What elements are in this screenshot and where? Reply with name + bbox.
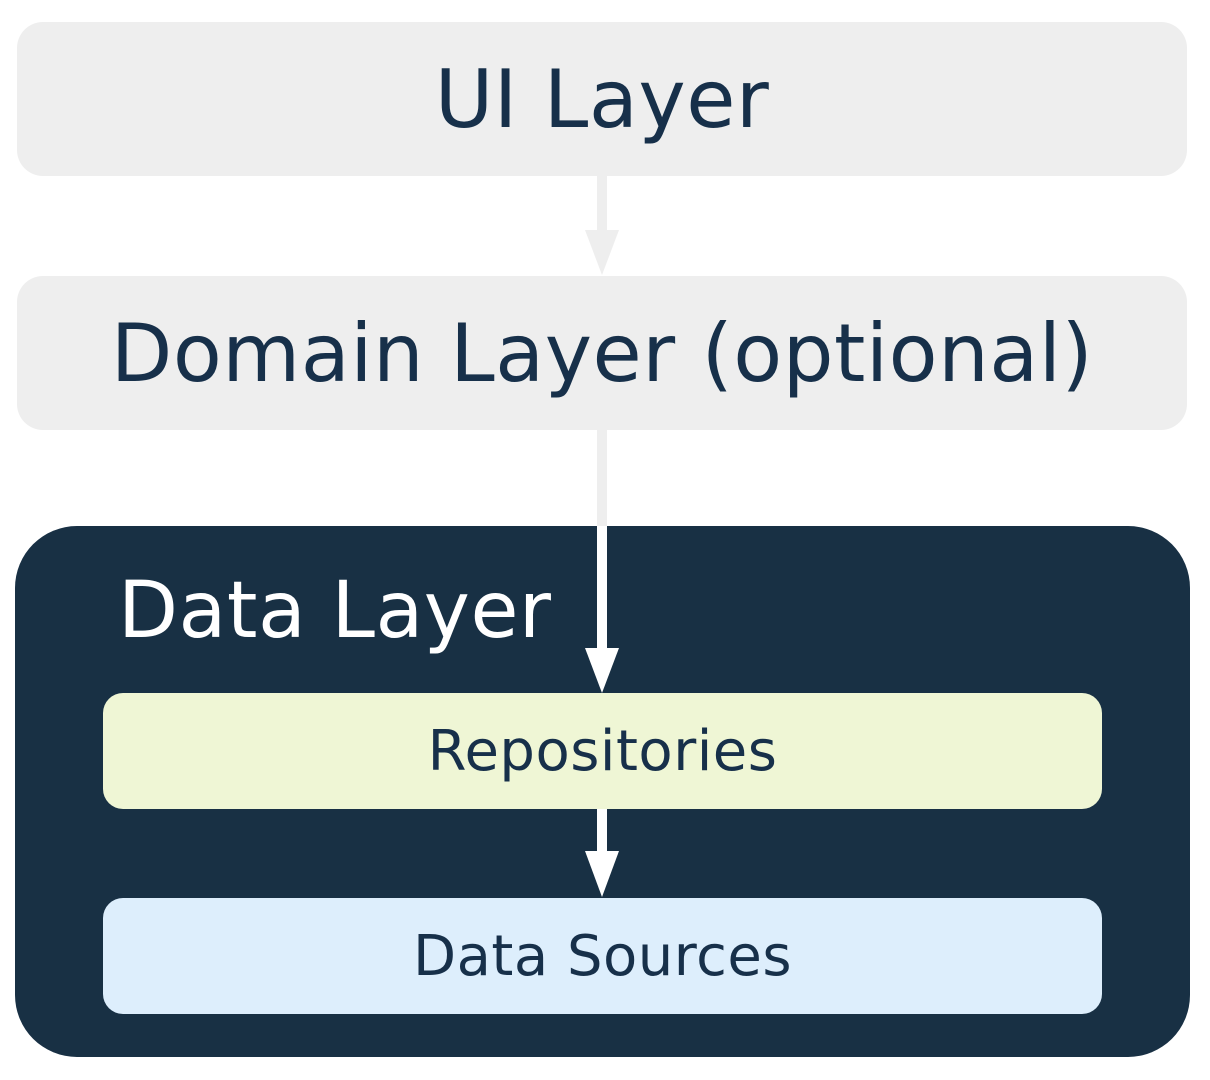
arrow-ui-to-domain [585, 176, 619, 275]
data-sources-box: Data Sources [103, 898, 1102, 1014]
repositories-box: Repositories [103, 693, 1102, 809]
domain-layer-label: Domain Layer (optional) [110, 306, 1094, 400]
domain-layer-box: Domain Layer (optional) [17, 276, 1187, 430]
ui-layer-label: UI Layer [434, 52, 770, 146]
data-layer-label: Data Layer [118, 566, 552, 656]
data-sources-label: Data Sources [412, 923, 793, 989]
repositories-label: Repositories [427, 718, 778, 784]
ui-layer-box: UI Layer [17, 22, 1187, 176]
